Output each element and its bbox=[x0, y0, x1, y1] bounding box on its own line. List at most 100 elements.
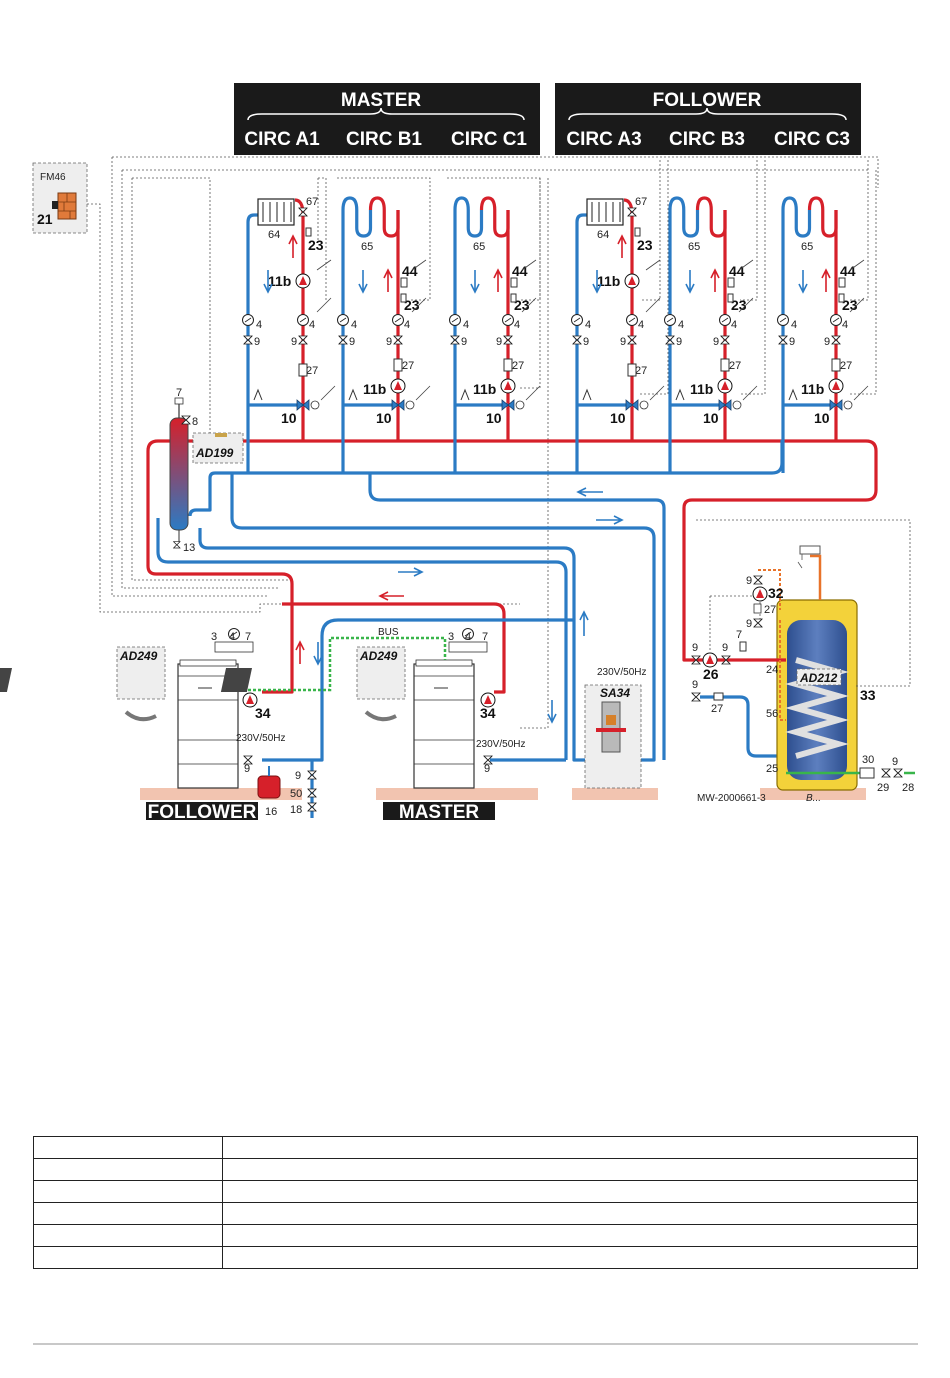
label-27-a3: 27 bbox=[635, 365, 647, 377]
sensor-23-a3 bbox=[634, 227, 641, 237]
hot-arrow-b1 bbox=[383, 268, 393, 292]
ad249-follower-label: AD249 bbox=[119, 649, 158, 663]
reference-code: MW-2000661-3 bbox=[697, 793, 766, 804]
label-9-cold-c3: 9 bbox=[789, 336, 795, 348]
label-9-cold-c1: 9 bbox=[461, 336, 467, 348]
check-27-a1 bbox=[298, 363, 308, 377]
fm46-module: FM46 21 bbox=[32, 162, 88, 234]
fm46-label: FM46 bbox=[40, 172, 66, 183]
label-29: 29 bbox=[877, 782, 889, 794]
floor-coil-hot-c1 bbox=[479, 196, 510, 238]
cold-arrow-b1 bbox=[358, 270, 368, 294]
label-4-hot-c3: 4 bbox=[842, 319, 848, 331]
valve-cold-c1 bbox=[450, 335, 460, 345]
sensor-44-b1 bbox=[400, 277, 408, 288]
label-23-c1: 23 bbox=[514, 297, 530, 313]
mixer-b3 bbox=[718, 399, 732, 411]
ad212-label: AD212 bbox=[799, 671, 838, 685]
valve-hot-a3 bbox=[627, 335, 637, 345]
label-65-b1: 65 bbox=[361, 241, 373, 253]
label-10-c3: 10 bbox=[814, 410, 830, 426]
sensor-23-b1 bbox=[400, 293, 407, 303]
pump-c3 bbox=[828, 378, 844, 394]
sa34-module: 230V/50Hz SA34 bbox=[572, 667, 658, 800]
sa34-power: 230V/50Hz bbox=[597, 667, 646, 678]
sensor-44-b3 bbox=[727, 277, 735, 288]
gauge-cold-b3 bbox=[664, 314, 676, 326]
label-11b-c1: 11b bbox=[473, 381, 496, 397]
label-44-c3: 44 bbox=[840, 263, 856, 279]
floor-coil-hot-c3 bbox=[807, 196, 838, 238]
gauge-hot-a1 bbox=[297, 314, 309, 326]
label-27-b1: 27 bbox=[402, 360, 414, 372]
mixer-motor-a3 bbox=[639, 400, 649, 410]
bleed-b3 bbox=[675, 388, 685, 401]
table-row bbox=[33, 1246, 918, 1269]
label-9-hot-c1: 9 bbox=[496, 336, 502, 348]
label-9-cold-a3: 9 bbox=[583, 336, 589, 348]
mixer-motor-a1 bbox=[310, 400, 320, 410]
check-27-a3 bbox=[627, 363, 637, 377]
gauge-hot-b1 bbox=[392, 314, 404, 326]
valve-hot-c3 bbox=[831, 335, 841, 345]
sensor-44-c1 bbox=[510, 277, 518, 288]
label-9-fill: 9 bbox=[295, 770, 301, 782]
hot-header-pipe bbox=[170, 439, 878, 662]
label-9-dhw-mid: 9 bbox=[746, 618, 752, 630]
pump-c1 bbox=[500, 378, 516, 394]
table-row bbox=[33, 1136, 918, 1159]
sensor-23-c3 bbox=[838, 293, 845, 303]
label-56: 56 bbox=[766, 708, 778, 720]
circ-a1-label: CIRC A1 bbox=[244, 129, 320, 150]
valve-cold-b3 bbox=[665, 335, 675, 345]
label-3-follower: 3 bbox=[211, 631, 217, 643]
gauge-hot-c3 bbox=[830, 314, 842, 326]
expansion-vessel: 16 9 50 18 bbox=[257, 760, 317, 818]
label-27-dhw-top: 27 bbox=[764, 604, 776, 616]
hot-arrow-c1 bbox=[493, 268, 503, 292]
valve-cold-b1 bbox=[338, 335, 348, 345]
sensor-23-c1 bbox=[510, 293, 517, 303]
valve-hot-b3 bbox=[720, 335, 730, 345]
sensor-23-a1 bbox=[305, 227, 312, 237]
bus-label: BUS bbox=[378, 627, 399, 638]
check-27-c1 bbox=[503, 358, 513, 372]
valve-hot-b1 bbox=[393, 335, 403, 345]
gauge-hot-a3 bbox=[626, 314, 638, 326]
cold-arrow-c1 bbox=[470, 270, 480, 294]
label-4-hot-a3: 4 bbox=[638, 319, 644, 331]
mixer-motor-b1 bbox=[405, 400, 415, 410]
dhw-tank: AD212 33 24 56 25 B... MW-2000661-3 bbox=[697, 599, 876, 804]
hydraulic-diagram: MASTER CIRC A1 CIRC B1 CIRC C1 FOLLOWER … bbox=[0, 83, 915, 820]
label-10-b3: 10 bbox=[703, 410, 719, 426]
cable-hash-c1 bbox=[521, 259, 541, 401]
floor-coil-cold-c1 bbox=[453, 196, 484, 238]
master-title: MASTER bbox=[341, 90, 422, 111]
label-16: 16 bbox=[265, 806, 277, 818]
bus-cable bbox=[238, 636, 447, 692]
label-9-follower: 9 bbox=[244, 763, 250, 775]
label-4-cold-a3: 4 bbox=[585, 319, 591, 331]
cold-arrow-a1 bbox=[263, 270, 273, 294]
label-7-dhw: 7 bbox=[736, 629, 742, 641]
label-25: 25 bbox=[766, 763, 778, 775]
label-11b-b3: 11b bbox=[690, 381, 713, 397]
floor-coil-cold-b3 bbox=[668, 196, 700, 238]
label-9-pump-r: 9 bbox=[722, 642, 728, 654]
label-65-c1: 65 bbox=[473, 241, 485, 253]
label-7-follower: 7 bbox=[245, 631, 251, 643]
label-4-cold-c3: 4 bbox=[791, 319, 797, 331]
power-master: 230V/50Hz bbox=[476, 739, 525, 750]
label-67-a1: 67 bbox=[306, 196, 318, 208]
floor-coil-cold-c3 bbox=[781, 196, 812, 238]
tank-b-label: B... bbox=[806, 793, 821, 804]
label-65-c3: 65 bbox=[801, 241, 813, 253]
label-7-master: 7 bbox=[482, 631, 488, 643]
radiator-ret-a1 bbox=[246, 213, 258, 223]
label-9-dhw-top: 9 bbox=[746, 575, 752, 587]
gauge-cold-a1 bbox=[242, 314, 254, 326]
ad199-label: AD199 bbox=[195, 446, 234, 460]
floor-coil-hot-b1 bbox=[368, 196, 400, 238]
label-11b-top-a3: 11b bbox=[597, 273, 620, 289]
